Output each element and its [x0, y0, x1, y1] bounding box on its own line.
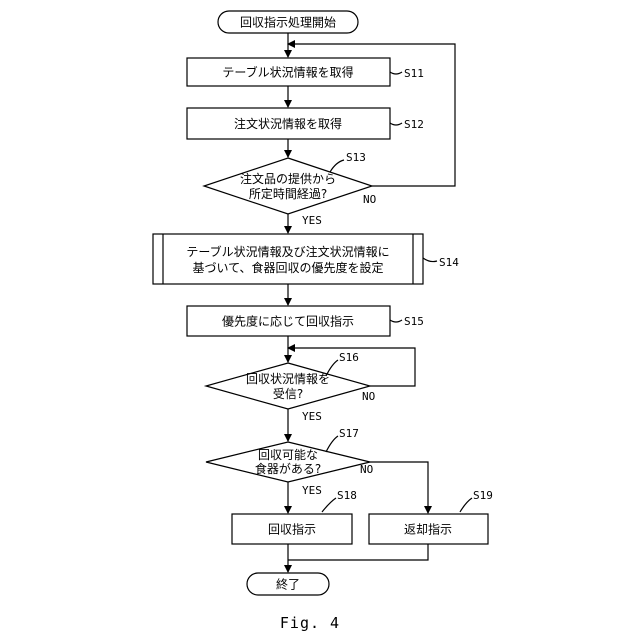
decision-s16-line2: 受信?: [273, 387, 303, 401]
s17-no-label: NO: [360, 463, 373, 476]
leader-s18: [322, 498, 336, 512]
process-s19-text: 返却指示: [404, 522, 452, 537]
s13-yes-label: YES: [302, 214, 322, 227]
leader-s13: [330, 160, 344, 172]
leader-s11: [390, 72, 402, 74]
step-label-s15: S15: [404, 315, 424, 328]
figure-caption: Fig. 4: [280, 614, 340, 632]
leader-s17: [326, 436, 338, 452]
process-s12-text: 注文状況情報を取得: [234, 116, 342, 131]
step-label-s11: S11: [404, 67, 424, 80]
decision-s17-line2: 食器がある?: [255, 461, 321, 476]
process-s18-text: 回収指示: [268, 522, 316, 537]
decision-s13: [204, 158, 372, 214]
arrow-s17-s19: [370, 462, 428, 513]
process-s14-line2: 基づいて、食器回収の優先度を設定: [192, 260, 383, 275]
leader-s16: [326, 360, 338, 376]
s13-no-label: NO: [363, 193, 376, 206]
step-label-s13: S13: [346, 151, 366, 164]
decision-s13-line2: 所定時間経過?: [249, 186, 327, 201]
start-terminal-text: 回収指示処理開始: [240, 15, 336, 30]
step-label-s17: S17: [339, 427, 359, 440]
arrow-s19-join: [288, 544, 428, 560]
process-s14: [153, 234, 423, 284]
step-label-s14: S14: [439, 256, 459, 269]
decision-s17-line1: 回収可能な: [258, 448, 318, 462]
end-terminal-text: 終了: [276, 577, 300, 592]
leader-s15: [390, 320, 402, 322]
decision-s16-line1: 回収状況情報を: [246, 371, 330, 386]
s17-yes-label: YES: [302, 484, 322, 497]
decision-s13-line1: 注文品の提供から: [240, 171, 336, 186]
process-s11-text: テーブル状況情報を取得: [222, 65, 353, 80]
decision-s16: [206, 363, 370, 409]
leader-s19: [460, 498, 472, 512]
step-label-s12: S12: [404, 118, 424, 131]
leader-s14: [423, 258, 437, 262]
s16-no-label: NO: [362, 390, 375, 403]
step-label-s18: S18: [337, 489, 357, 502]
s16-yes-label: YES: [302, 410, 322, 423]
process-s15-text: 優先度に応じて回収指示: [222, 314, 354, 329]
process-s14-line1: テーブル状況情報及び注文状況情報に: [186, 244, 389, 259]
step-label-s16: S16: [339, 351, 359, 364]
step-label-s19: S19: [473, 489, 493, 502]
leader-s12: [390, 123, 402, 125]
